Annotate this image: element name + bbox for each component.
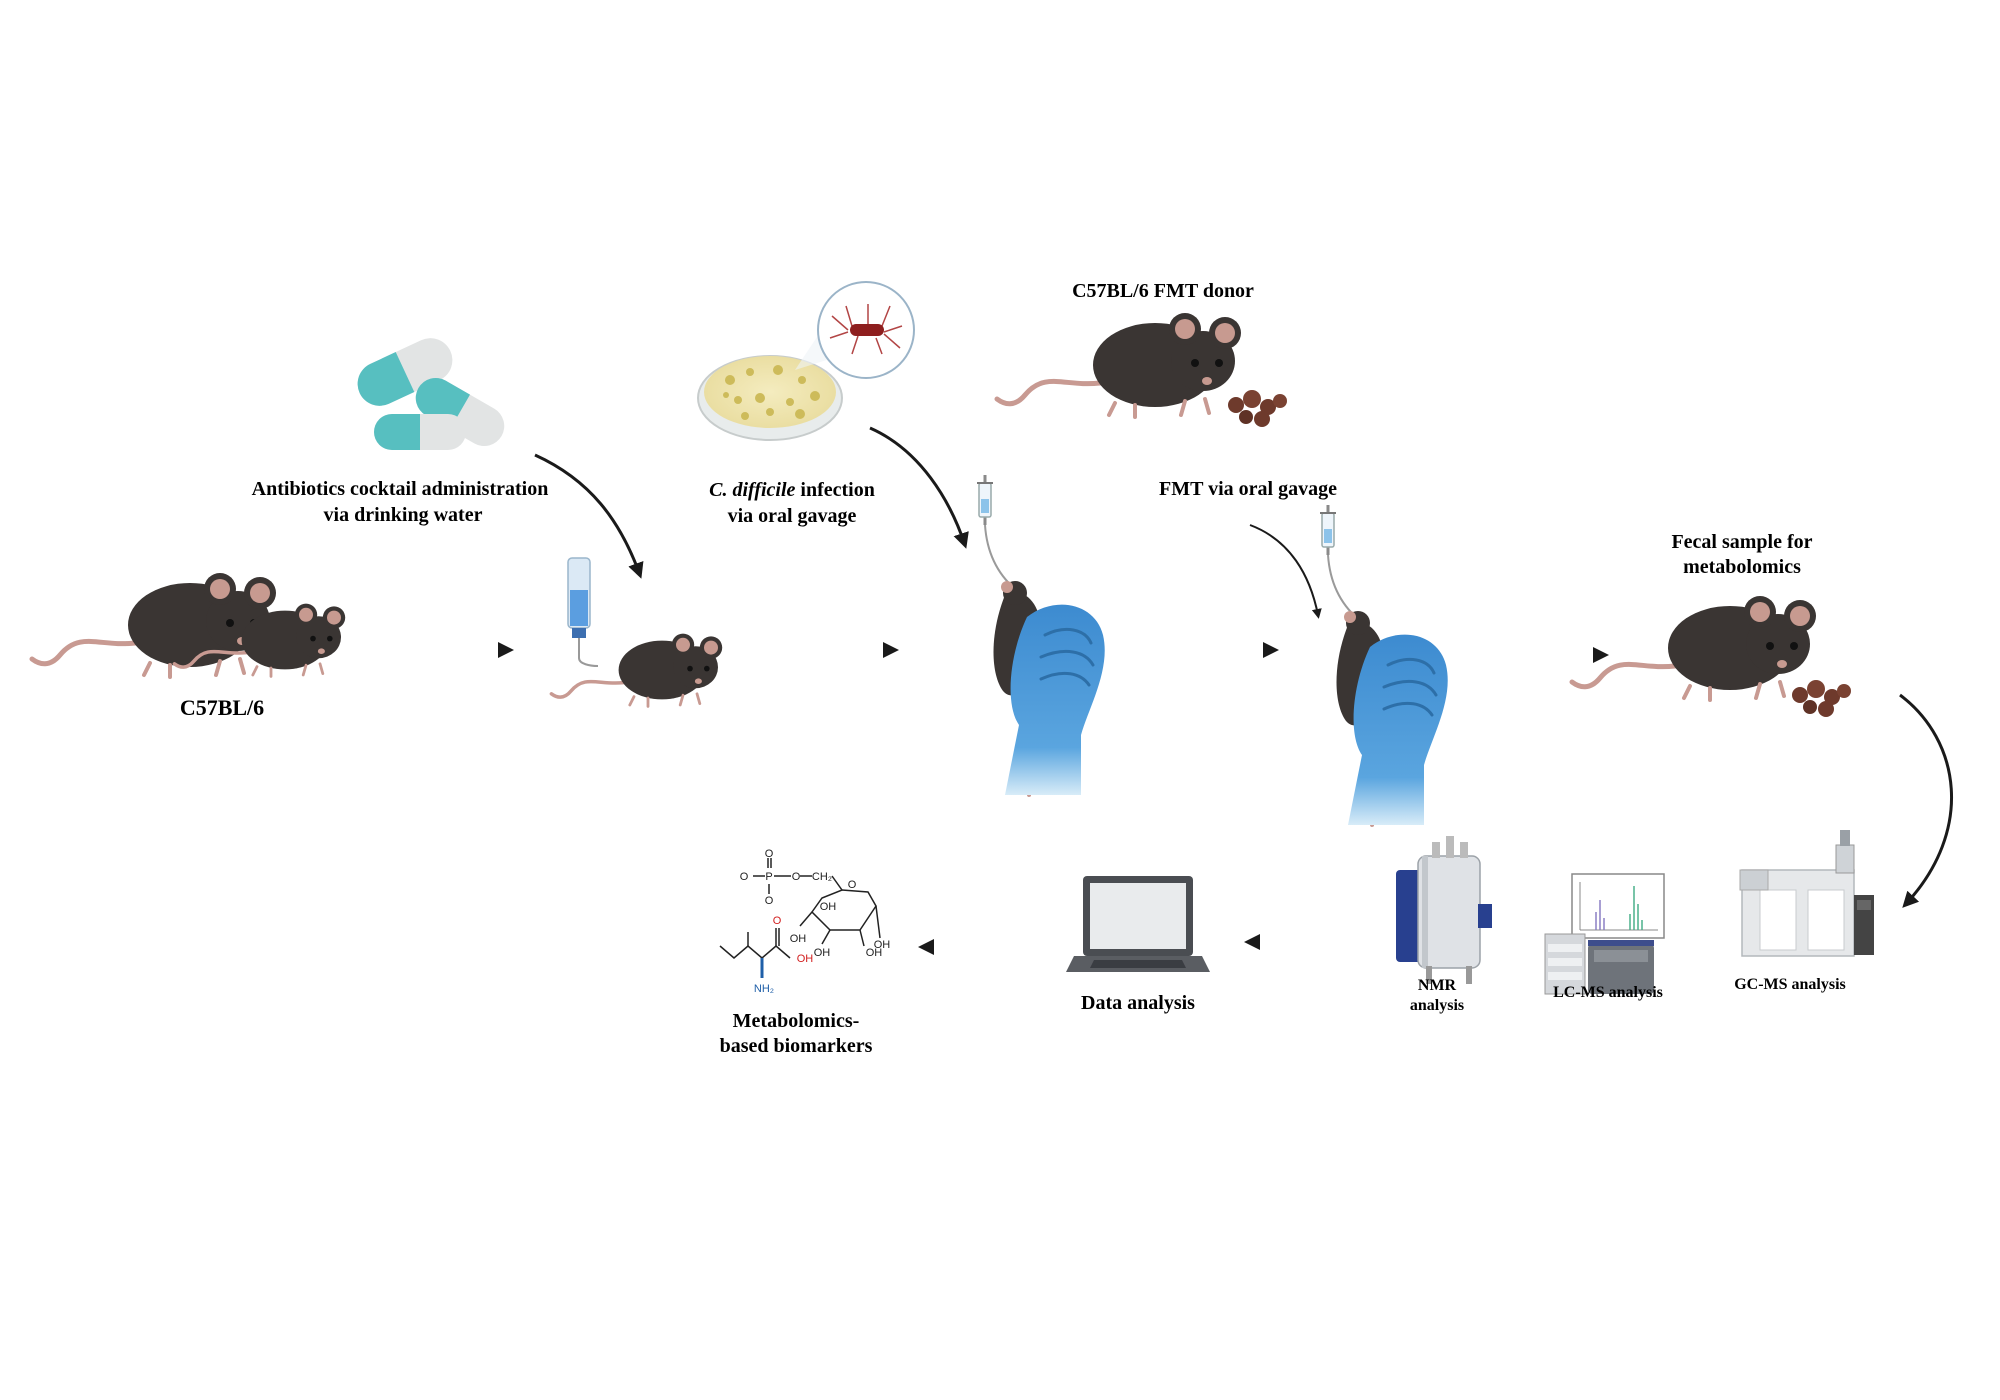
atom-oh-5: OH xyxy=(874,939,891,951)
infection-label-line1: C. difficile infection xyxy=(709,479,875,501)
biomarker-structures xyxy=(719,858,881,978)
atom-oh-4: OH xyxy=(866,947,883,959)
atom-o-double: O xyxy=(765,848,774,860)
lc-ms-instrument-icon xyxy=(1544,873,1665,995)
arrow-antibiotics xyxy=(534,453,644,579)
bacterium-icon xyxy=(817,281,915,379)
capsule-icon xyxy=(357,338,505,450)
gloved-hand-icon xyxy=(975,473,1107,797)
nmr-label-line2: analysis xyxy=(1410,997,1464,1014)
fecal-label-line2: metabolomics xyxy=(1683,556,1801,578)
donor-label: C57BL/6 FMT donor xyxy=(1072,280,1254,302)
atom-o-minus-bottom: O xyxy=(765,895,774,907)
biomarker-atom-labels: O P O O O CH₂ O OH OH OH OH OH O OH NH₂ xyxy=(740,848,891,995)
atom-ch2: CH₂ xyxy=(812,871,832,883)
data-analysis-label: Data analysis xyxy=(1081,992,1195,1014)
arrow-fmt xyxy=(1249,524,1322,619)
atom-o-minus-top: O xyxy=(740,871,749,883)
atom-carbonyl-o: O xyxy=(773,915,782,927)
atom-oh-3: OH xyxy=(814,947,831,959)
gc-ms-instrument-icon xyxy=(1739,830,1874,957)
fecal-label-line1: Fecal sample for xyxy=(1671,531,1812,553)
biomarkers-label-line1: Metabolomics- xyxy=(733,1010,860,1032)
antibiotics-label-line1: Antibiotics cocktail administration xyxy=(252,478,549,500)
mouse-icon xyxy=(997,313,1241,417)
atom-oh-1: OH xyxy=(820,901,837,913)
mouse-icon xyxy=(1572,596,1816,700)
atom-p: P xyxy=(765,871,772,883)
atom-o-ring: O xyxy=(848,879,857,891)
antibiotics-label-line2: via drinking water xyxy=(324,504,483,526)
nmr-spectrometer-icon xyxy=(1396,836,1492,984)
atom-oh-2: OH xyxy=(790,933,807,945)
nmr-label-line1: NMR xyxy=(1418,977,1457,994)
baseline-mice xyxy=(32,573,347,677)
arrow-infection xyxy=(869,426,969,549)
atom-amine: NH₂ xyxy=(754,983,774,995)
gloved-hand-icon xyxy=(1318,503,1450,827)
feces-icon xyxy=(1792,680,1851,717)
atom-o-ester: O xyxy=(792,871,801,883)
mouse-icon xyxy=(549,631,724,709)
gc-ms-label: GC-MS analysis xyxy=(1734,976,1846,993)
feces-icon xyxy=(1228,390,1287,427)
arrow-to-analysis xyxy=(1899,693,1954,908)
lc-ms-label: LC-MS analysis xyxy=(1553,984,1663,1001)
infection-word: infection xyxy=(795,479,874,501)
baseline-label: C57BL/6 xyxy=(180,695,264,720)
infection-label-line2: via oral gavage xyxy=(728,505,857,527)
laptop-icon xyxy=(1066,876,1210,972)
biomarkers-label-line2: based biomarkers xyxy=(720,1035,873,1057)
infection-species: C. difficile xyxy=(709,479,795,501)
atom-acid-oh: OH xyxy=(797,953,814,965)
fmt-label: FMT via oral gavage xyxy=(1159,478,1337,500)
water-bottle-icon xyxy=(567,557,599,667)
petri-dish-icon xyxy=(697,310,890,441)
mouse-icon xyxy=(32,573,276,677)
